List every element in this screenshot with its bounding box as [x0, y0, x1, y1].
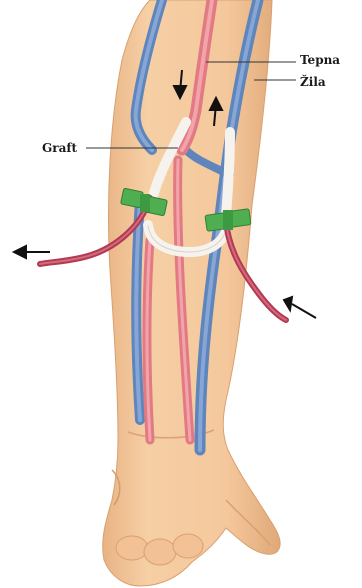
finger-2 [144, 539, 176, 565]
arrow-left-head [14, 246, 26, 258]
arrow-inflow-icon [292, 304, 316, 318]
forearm-skin [103, 0, 280, 586]
arrow-inflow-head [284, 297, 292, 310]
finger-1 [116, 536, 148, 560]
graft-right-arm [226, 132, 230, 215]
finger-3 [173, 534, 203, 558]
label-graft: Graft [42, 141, 78, 155]
label-artery: Tepna [300, 53, 340, 67]
label-vein: Žila [300, 74, 326, 89]
forearm [103, 0, 280, 586]
